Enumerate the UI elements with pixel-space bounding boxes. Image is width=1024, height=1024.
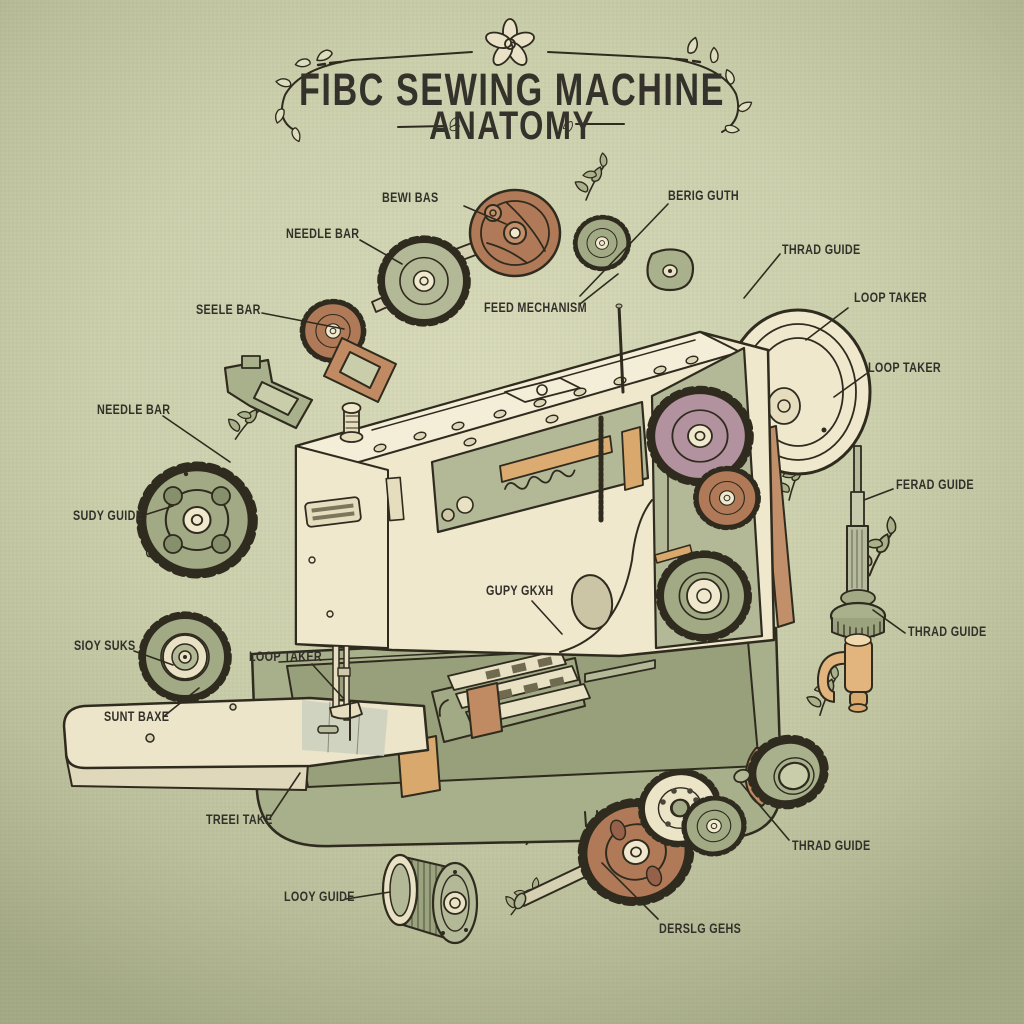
machine-body — [294, 303, 776, 658]
presser-foot — [329, 701, 363, 720]
cam-plate — [646, 248, 695, 292]
gear-top-brown-handle — [302, 301, 397, 403]
label-loop-taker-2: LOOP TAKER — [868, 360, 942, 375]
label-needle-bar-top: NEEDLE BAR — [286, 226, 360, 241]
label-berig-guth: BERIG GUTH — [668, 188, 740, 203]
needle-bar-assembly — [329, 645, 363, 741]
gear-top-olive — [371, 239, 467, 323]
label-bewi-bas: BEWI BAS — [382, 190, 439, 205]
flower-icon — [485, 18, 535, 66]
gear-left-large — [141, 466, 253, 574]
poster-title-line1: FIBC SEWING MACHINE — [299, 64, 725, 115]
bracket-part — [223, 355, 314, 430]
gear-left-small — [142, 615, 228, 699]
label-loop-taker-1: LOOP TAKER — [854, 290, 928, 305]
tension-assembly — [816, 445, 887, 713]
label-thrad-guide-bottom: THRAD GUIDE — [792, 838, 871, 853]
machine-head — [295, 402, 405, 649]
cutaway-upper-mechanism — [430, 400, 650, 534]
motor-pulley — [381, 853, 479, 945]
label-loop-taker-center: LOOP TAKER — [249, 649, 323, 664]
ring-gear — [733, 734, 829, 810]
pillar-oval-hole — [570, 574, 614, 630]
gear-shaft-cluster — [513, 765, 749, 912]
label-gupy-gkxh: GUPY GKXH — [486, 583, 554, 598]
label-feed-mechanism: FEED MECHANISM — [484, 300, 587, 315]
arm-holes — [373, 355, 699, 453]
top-cover-plate — [504, 377, 581, 403]
label-thrad-guide-top: THRAD GUIDE — [782, 242, 861, 257]
label-looy-guide: LOOY GUIDE — [284, 889, 355, 904]
cutaway-gear-bay — [650, 346, 764, 650]
feed-mechanism — [397, 649, 656, 798]
gear-copper-small — [696, 468, 759, 527]
poster-title-line2: ANATOMY — [429, 104, 595, 148]
thumbscrew — [339, 402, 364, 443]
label-sioy-suks: SIOY SUKS — [74, 638, 136, 653]
label-seele-bar: SEELE BAR — [196, 302, 261, 317]
label-sudy-guide: SUDY GUIDE — [73, 508, 144, 523]
gear-small-olive — [569, 211, 635, 275]
drive-disc — [436, 188, 562, 278]
label-sunt-baxe: SUNT BAXE — [104, 709, 170, 724]
label-derslg-gehs: DERSLG GEHS — [659, 921, 742, 936]
label-needle-bar-left: NEEDLE BAR — [97, 402, 171, 417]
label-treei-take: TREEI TAKE — [206, 812, 273, 827]
title-ornament — [272, 18, 753, 143]
label-ferad-guide: FERAD GUIDE — [896, 477, 974, 492]
label-thrad-guide-right: THRAD GUIDE — [908, 624, 987, 639]
spool-pin — [615, 303, 625, 394]
leader-lines — [133, 203, 906, 920]
